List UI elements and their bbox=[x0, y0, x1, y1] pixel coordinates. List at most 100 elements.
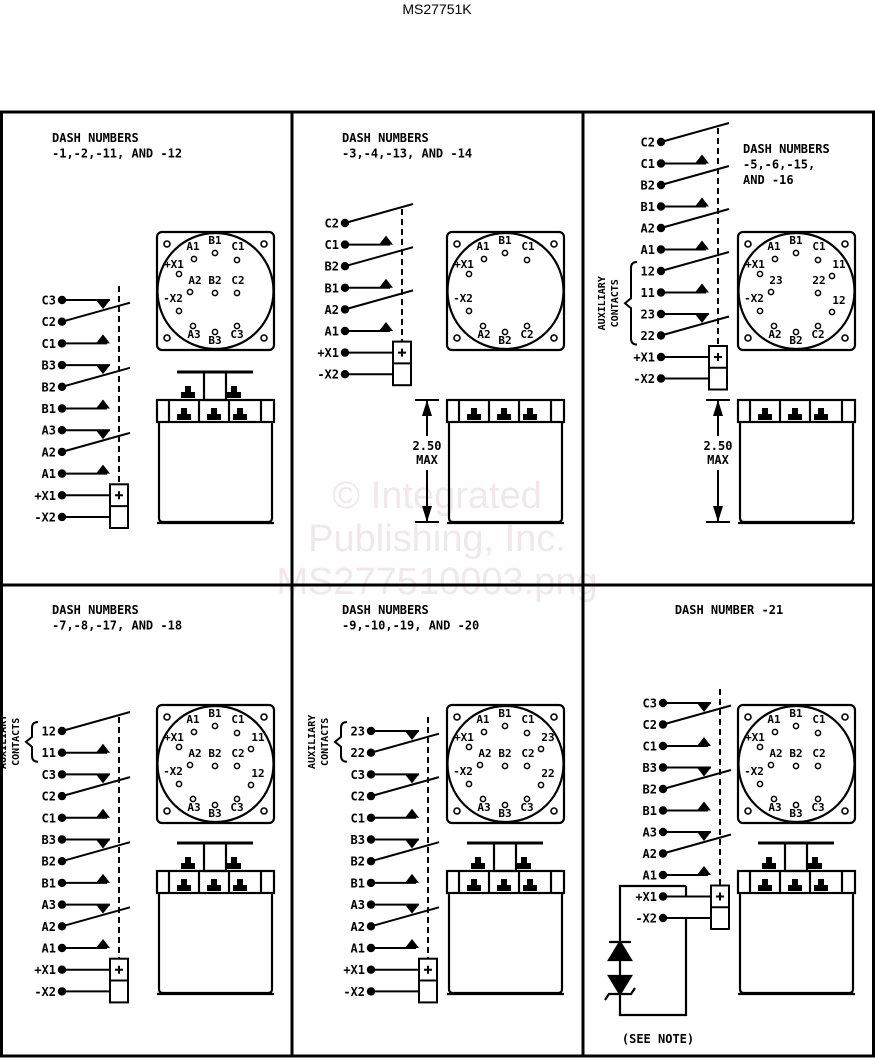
panel-5: DASH NUMBERS-9,-10,-19, AND -202322C3C2C… bbox=[307, 603, 566, 1004]
terminal-stud bbox=[517, 857, 531, 869]
pin-socket bbox=[767, 288, 775, 296]
nc-contact-triangle bbox=[96, 300, 110, 309]
pin-socket bbox=[189, 322, 197, 330]
panel-title: DASH NUMBERS bbox=[342, 603, 429, 617]
terminal-stud bbox=[814, 408, 828, 420]
pin-socket bbox=[792, 762, 800, 770]
pin-label: +X1 bbox=[454, 258, 474, 271]
terminal-label: 22 bbox=[351, 746, 365, 760]
terminal-label: A1 bbox=[643, 869, 657, 883]
watermark-line: Publishing, Inc. bbox=[308, 518, 566, 560]
pin-label: B2 bbox=[208, 747, 221, 760]
terminal-label: 12 bbox=[42, 725, 56, 739]
pin-socket bbox=[771, 728, 779, 736]
terminal-stud bbox=[207, 408, 221, 420]
pin-label: B2 bbox=[208, 274, 221, 287]
terminal-label: A1 bbox=[325, 325, 339, 339]
pin-label: C3 bbox=[230, 801, 243, 814]
connector-shell bbox=[737, 231, 856, 351]
connector-shell bbox=[737, 704, 856, 824]
no-contact-triangle bbox=[96, 399, 110, 409]
pin-label: 23 bbox=[769, 274, 782, 287]
mounting-hole bbox=[453, 807, 461, 815]
mounting-hole bbox=[453, 334, 461, 342]
terminal-stud bbox=[758, 879, 772, 891]
pin-socket bbox=[756, 307, 764, 315]
pin-socket bbox=[501, 249, 509, 257]
terminal-label: 11 bbox=[641, 286, 655, 300]
pin-label: +X1 bbox=[454, 731, 474, 744]
pin-socket bbox=[465, 743, 473, 751]
pin-socket bbox=[190, 728, 198, 736]
auxiliary-contacts-label: AUXILIARY bbox=[307, 715, 318, 769]
schematic bbox=[656, 122, 730, 391]
nc-contact-triangle bbox=[96, 430, 110, 440]
no-contact-triangle bbox=[96, 464, 110, 474]
terminal-label: C1 bbox=[325, 238, 339, 252]
no-contact-triangle bbox=[695, 240, 709, 250]
terminal-label: C1 bbox=[641, 157, 655, 171]
pin-socket bbox=[501, 762, 509, 770]
terminal-label: B3 bbox=[42, 833, 56, 847]
terminal-label: +X1 bbox=[343, 963, 365, 977]
terminal-label: B1 bbox=[325, 281, 339, 295]
terminal-stud bbox=[497, 879, 511, 891]
mounting-hole bbox=[841, 240, 849, 248]
panel-title: AND -16 bbox=[743, 173, 794, 187]
panel-title: -5,-6,-15, bbox=[743, 158, 815, 172]
relay-can bbox=[738, 893, 855, 995]
relay-can bbox=[157, 422, 274, 524]
terminal-stud bbox=[523, 408, 537, 420]
relay-header-block bbox=[445, 869, 566, 895]
relay-header-block bbox=[155, 869, 276, 895]
pin-socket bbox=[233, 729, 241, 737]
pin-label: A2 bbox=[188, 274, 201, 287]
pin-label: C2 bbox=[231, 274, 244, 287]
plus-icon bbox=[115, 491, 123, 500]
contact-arm bbox=[61, 711, 131, 732]
mounting-hole bbox=[550, 240, 558, 248]
schematic bbox=[57, 286, 131, 529]
panel-title: DASH NUMBERS bbox=[52, 603, 139, 617]
terminal-label: C3 bbox=[643, 697, 657, 711]
diode-circuit bbox=[604, 884, 688, 1017]
pin-socket bbox=[465, 307, 473, 315]
pin-label: -X2 bbox=[744, 765, 764, 778]
connector-face bbox=[445, 703, 566, 825]
terminal-label: B3 bbox=[643, 761, 657, 775]
connector-shell bbox=[446, 704, 565, 824]
schematic bbox=[658, 689, 732, 930]
pin-socket bbox=[501, 801, 509, 809]
mounting-hole bbox=[744, 713, 752, 721]
pin-label: B1 bbox=[789, 234, 803, 247]
watermark-line: MS277510003.png bbox=[276, 561, 597, 603]
pin-label: 11 bbox=[832, 258, 846, 271]
no-contact-triangle bbox=[96, 939, 110, 948]
contact-arm bbox=[660, 122, 730, 143]
mounting-hole bbox=[841, 334, 849, 342]
pin-socket bbox=[175, 743, 183, 751]
pin-label: A1 bbox=[476, 713, 490, 726]
no-contact-triangle bbox=[695, 154, 709, 164]
no-contact-triangle bbox=[405, 873, 419, 883]
brace bbox=[24, 721, 39, 763]
pin-socket bbox=[523, 322, 531, 330]
mounting-hole bbox=[550, 334, 558, 342]
schematic bbox=[366, 717, 440, 1004]
relay-header-block bbox=[736, 869, 857, 895]
pin-socket bbox=[523, 729, 531, 737]
nc-contact-triangle bbox=[96, 774, 110, 784]
pin-label: B2 bbox=[789, 747, 802, 760]
terminal-label: C1 bbox=[643, 740, 657, 754]
terminal-label: -X2 bbox=[317, 368, 339, 382]
pin-label: 22 bbox=[541, 767, 554, 780]
terminal-stud bbox=[181, 857, 195, 869]
pin-socket bbox=[814, 729, 822, 737]
panel-title: -3,-4,-13, AND -14 bbox=[342, 147, 472, 161]
terminal-label: -X2 bbox=[34, 985, 56, 999]
terminal-label: A3 bbox=[42, 898, 56, 912]
terminal-label: +X1 bbox=[34, 963, 56, 977]
pin-socket bbox=[828, 272, 836, 280]
terminal-label: -X2 bbox=[633, 372, 655, 386]
auxiliary-contacts-label: CONTACTS bbox=[320, 718, 331, 766]
